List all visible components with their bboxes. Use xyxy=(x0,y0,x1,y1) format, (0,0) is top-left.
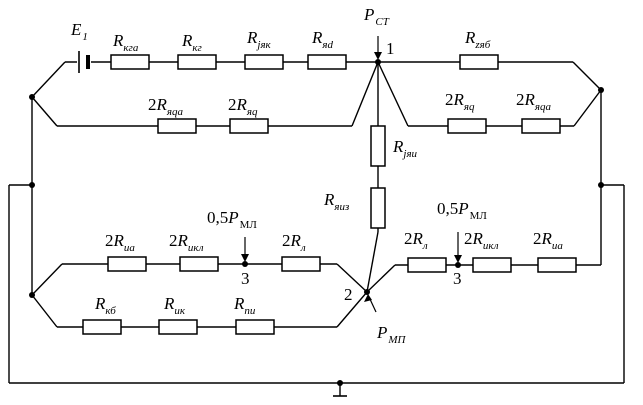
label-r-top-2: Rкг xyxy=(181,31,203,54)
wire-top-right-diag xyxy=(572,61,602,91)
wire-ll-lower-to-n2 xyxy=(336,291,368,328)
junctions xyxy=(29,59,604,386)
arrow-p-ml-right-head xyxy=(454,255,462,263)
label-node-1: 1 xyxy=(386,39,395,58)
label-r-mid-right-2: 2Rяqа xyxy=(516,90,552,113)
wire-ll-up-diag xyxy=(31,263,63,296)
label-r-bot-left-2: Rик xyxy=(163,294,186,317)
label-r-mid-left-1: 2Rяqа xyxy=(148,95,184,118)
junction-node-1 xyxy=(375,59,381,65)
resistor-top-2 xyxy=(177,54,217,70)
resistor-mid-left-2 xyxy=(229,118,269,134)
wire-top-left-diag xyxy=(31,61,66,98)
label-node-2: 2 xyxy=(344,285,353,304)
junction-left-top xyxy=(29,94,35,100)
label-r-top-1: Rкга xyxy=(112,31,139,54)
label-r-mid-right-1: 2Rяq xyxy=(445,90,475,113)
label-r-low-left-1: 2Rиа xyxy=(105,231,135,254)
junction-left-low xyxy=(29,292,35,298)
resistor-low-left-2 xyxy=(179,256,219,272)
wire-lr-diag xyxy=(366,264,396,293)
node-labels: PСТ 1 2 3 3 PМП 0,5PМЛ 0,5PМЛ xyxy=(207,5,487,346)
label-r-low-right-2: 2Rикл xyxy=(464,229,499,252)
arrow-p-st-head xyxy=(374,52,382,60)
label-node-3-left: 3 xyxy=(241,269,250,288)
label-r-low-right-1: 2Rл xyxy=(404,229,428,252)
wire-ll-down-diag xyxy=(31,294,58,328)
ground-symbol xyxy=(333,383,347,397)
resistor-vertical-2 xyxy=(370,187,386,229)
label-r-low-right-3: 2Rиа xyxy=(533,229,563,252)
resistors xyxy=(82,54,577,335)
label-r-low-left-2: 2Rикл xyxy=(169,231,204,254)
label-r-bot-left-1: Rкб xyxy=(94,294,116,317)
resistor-top-4 xyxy=(307,54,347,70)
resistor-low-right-3 xyxy=(537,257,577,273)
resistor-mid-right-2 xyxy=(521,118,561,134)
resistor-low-right-2 xyxy=(472,257,512,273)
junction-node-2 xyxy=(364,289,370,295)
resistor-low-right-1 xyxy=(407,257,447,273)
label-r-top-4: Rяd xyxy=(311,28,334,51)
wires xyxy=(8,61,625,384)
resistor-vertical-1 xyxy=(370,125,386,167)
label-r-vertical-1: Rjяи xyxy=(392,137,418,160)
arrow-p-mp-head xyxy=(364,294,372,302)
label-p-ml-left: 0,5PМЛ xyxy=(207,208,257,231)
wire-center-to-node2 xyxy=(366,231,379,293)
resistor-bot-left-3 xyxy=(235,319,275,335)
emf-source: E1 xyxy=(70,20,91,74)
arrows xyxy=(241,36,462,313)
resistor-bot-left-1 xyxy=(82,319,122,335)
label-p-mp: PМП xyxy=(376,323,407,346)
label-p-ml-right: 0,5PМЛ xyxy=(437,199,487,222)
label-r-mid-left-2: 2Rяq xyxy=(228,95,258,118)
label-r-bot-left-3: Rпи xyxy=(233,294,256,317)
junction-node-3-right xyxy=(455,262,461,268)
junction-node-3-left xyxy=(242,261,248,267)
junction-left-mid xyxy=(29,182,35,188)
resistor-mid-left-1 xyxy=(157,118,197,134)
resistor-top-3 xyxy=(244,54,284,70)
resistor-bot-left-2 xyxy=(158,319,198,335)
label-r-low-left-3: 2Rл xyxy=(282,231,306,254)
wire-mid-right-up xyxy=(377,61,409,127)
resistor-top-1 xyxy=(110,54,150,70)
resistor-top-right xyxy=(459,54,499,70)
resistor-labels: Rкга Rкг Rjяк Rяd Rzяб 2Rяqа 2Rяq 2Rяq 2… xyxy=(94,28,563,317)
label-r-top-right: Rzяб xyxy=(464,28,491,51)
wire-mid-right-diag xyxy=(573,89,602,127)
junction-right-mid xyxy=(598,182,604,188)
label-r-top-3: Rjяк xyxy=(246,28,272,51)
resistor-low-left-3 xyxy=(281,256,321,272)
label-r-vertical-2: Rяиз xyxy=(323,190,349,213)
wire-ll-upper-to-n2 xyxy=(336,263,368,293)
resistor-mid-right-1 xyxy=(447,118,487,134)
wire-mid-left-up xyxy=(351,61,379,127)
label-node-3-right: 3 xyxy=(453,269,462,288)
wire-mid-left-diag xyxy=(31,96,58,127)
emf-label: E1 xyxy=(70,20,88,43)
label-p-st: PСТ xyxy=(363,5,390,28)
resistor-low-left-1 xyxy=(107,256,147,272)
arrow-p-ml-left-head xyxy=(241,254,249,262)
junction-right-top xyxy=(598,87,604,93)
